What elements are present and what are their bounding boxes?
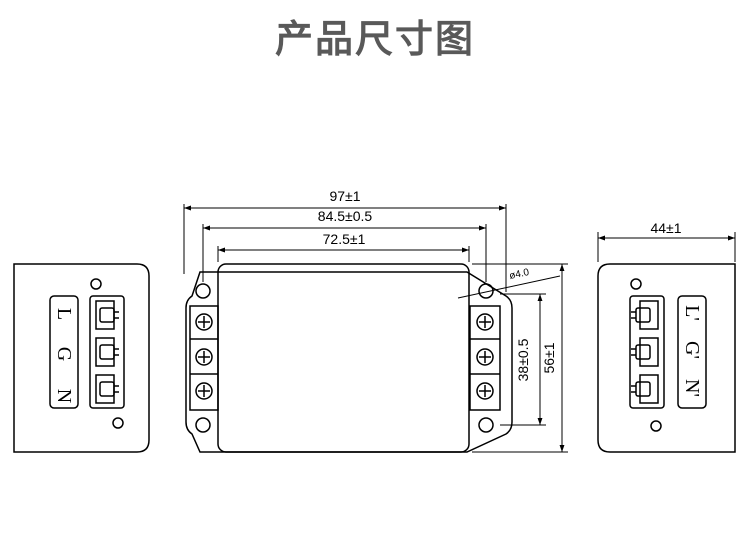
front-mount-hole-tl bbox=[195, 283, 211, 299]
left-terminal-2 bbox=[95, 337, 119, 367]
front-mount-hole-br bbox=[478, 417, 494, 433]
left-label-G: G bbox=[53, 347, 75, 361]
dim-terminal-height: 38±0.5 bbox=[515, 338, 531, 381]
front-mount-hole-tr bbox=[478, 283, 494, 299]
right-side-mount-hole-bottom bbox=[650, 420, 662, 432]
left-label-N: N bbox=[53, 389, 75, 403]
dim-leader-hole-diameter bbox=[457, 275, 561, 299]
right-terminal-2 bbox=[631, 337, 659, 367]
front-view bbox=[185, 263, 513, 453]
right-label-N: N' bbox=[681, 379, 703, 397]
left-terminal-block bbox=[89, 295, 125, 409]
dim-hole-spacing: 84.5±0.5 bbox=[318, 208, 373, 224]
front-flange-outline bbox=[185, 271, 513, 453]
right-side-mount-hole-top bbox=[630, 278, 642, 290]
dim-overall-width: 97±1 bbox=[329, 188, 360, 204]
dim-body-width: 72.5±1 bbox=[323, 231, 366, 247]
left-terminal-1 bbox=[95, 300, 119, 330]
front-body bbox=[217, 263, 470, 453]
right-side-outline bbox=[597, 263, 736, 453]
left-side-view bbox=[13, 263, 150, 453]
left-label-L: L bbox=[53, 308, 75, 320]
right-terminal-block bbox=[629, 295, 665, 409]
front-dimensions bbox=[183, 204, 568, 453]
front-mount-hole-bl bbox=[195, 417, 211, 433]
front-right-terminal-block bbox=[469, 305, 501, 411]
right-side-view bbox=[597, 263, 736, 453]
right-side-dimension bbox=[597, 232, 736, 262]
left-side-mount-hole-top bbox=[90, 278, 102, 290]
left-terminal-3 bbox=[95, 374, 119, 404]
right-labels: N' G' L' bbox=[681, 305, 703, 397]
right-terminal-1 bbox=[631, 300, 659, 330]
left-side-outline bbox=[13, 263, 150, 453]
right-label-G: G' bbox=[681, 341, 703, 359]
right-label-L: L' bbox=[681, 305, 703, 321]
right-terminal-3 bbox=[631, 374, 659, 404]
right-label-plate bbox=[677, 295, 707, 409]
left-side-mount-hole-bottom bbox=[112, 417, 124, 429]
dim-depth: 44±1 bbox=[650, 220, 681, 236]
dim-overall-height: 56±1 bbox=[541, 342, 557, 373]
left-labels: L G N bbox=[53, 308, 75, 403]
left-label-plate bbox=[49, 295, 79, 409]
page-title: 产品尺寸图 bbox=[274, 17, 475, 61]
dim-hole-diameter: ø4.0 bbox=[508, 267, 530, 282]
front-left-terminal-block bbox=[189, 305, 219, 411]
